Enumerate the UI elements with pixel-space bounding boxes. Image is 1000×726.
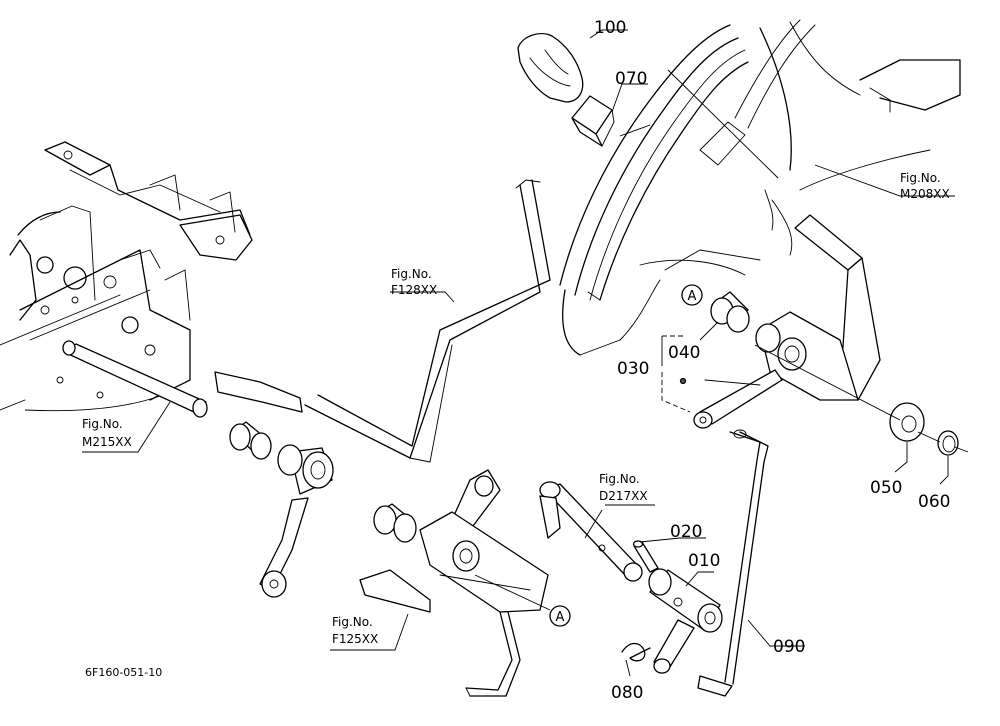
washer-050 (889, 402, 925, 442)
part-number-080: 080 (611, 683, 643, 703)
knob-100 (517, 33, 584, 103)
fig-ref-m208: M208XX (900, 187, 950, 201)
fig-ref-f128: F128XX (391, 283, 437, 297)
part-number-100: 100 (594, 18, 626, 38)
callout-a-lower: A (549, 605, 571, 627)
lever-bracket-030 (679, 214, 881, 429)
fig-label-m215: Fig.No. (82, 417, 123, 431)
part-number-090: 090 (773, 637, 805, 657)
pedal-arm-left (259, 444, 334, 598)
bushing-mid (373, 503, 417, 543)
fig-ref-d217: D217XX (599, 489, 648, 503)
bushing-040 (710, 291, 750, 333)
snap-ring-060 (937, 430, 959, 456)
callout-a-upper-text: A (688, 289, 697, 304)
drawing-code: 6F160-051-10 (85, 666, 162, 679)
part-number-050: 050 (870, 478, 902, 498)
fig-label-m208: Fig.No. (900, 171, 941, 185)
leader-lines (24, 29, 955, 677)
callout-a-lower-text: A (556, 610, 565, 625)
fig-label-d217: Fig.No. (599, 472, 640, 486)
part-number-030: 030 (617, 359, 649, 379)
rod-090 (697, 429, 769, 697)
pedal-rod-f128 (214, 179, 551, 463)
fig-label-f125: Fig.No. (332, 615, 373, 629)
part-number-010: 010 (688, 551, 720, 571)
shaft-d217 (539, 481, 643, 582)
pin-020 (632, 540, 659, 573)
part-number-060: 060 (918, 492, 950, 512)
clip-080 (621, 642, 651, 662)
part-number-040: 040 (668, 343, 700, 363)
fig-ref-m215: M215XX (82, 435, 132, 449)
insert-070 (571, 95, 615, 147)
fig-label-f128: Fig.No. (391, 267, 432, 281)
fender-console-assembly (559, 19, 961, 356)
fig-ref-f125: F125XX (332, 632, 378, 646)
frame-assembly (0, 141, 253, 411)
bushing-left (229, 421, 272, 460)
shaft-m215 (62, 340, 208, 418)
arm-010 (648, 568, 723, 674)
callout-a-upper: A (681, 284, 703, 306)
part-number-020: 020 (670, 522, 702, 542)
pedal-bracket-f125 (359, 469, 549, 697)
part-number-070: 070 (615, 69, 647, 89)
